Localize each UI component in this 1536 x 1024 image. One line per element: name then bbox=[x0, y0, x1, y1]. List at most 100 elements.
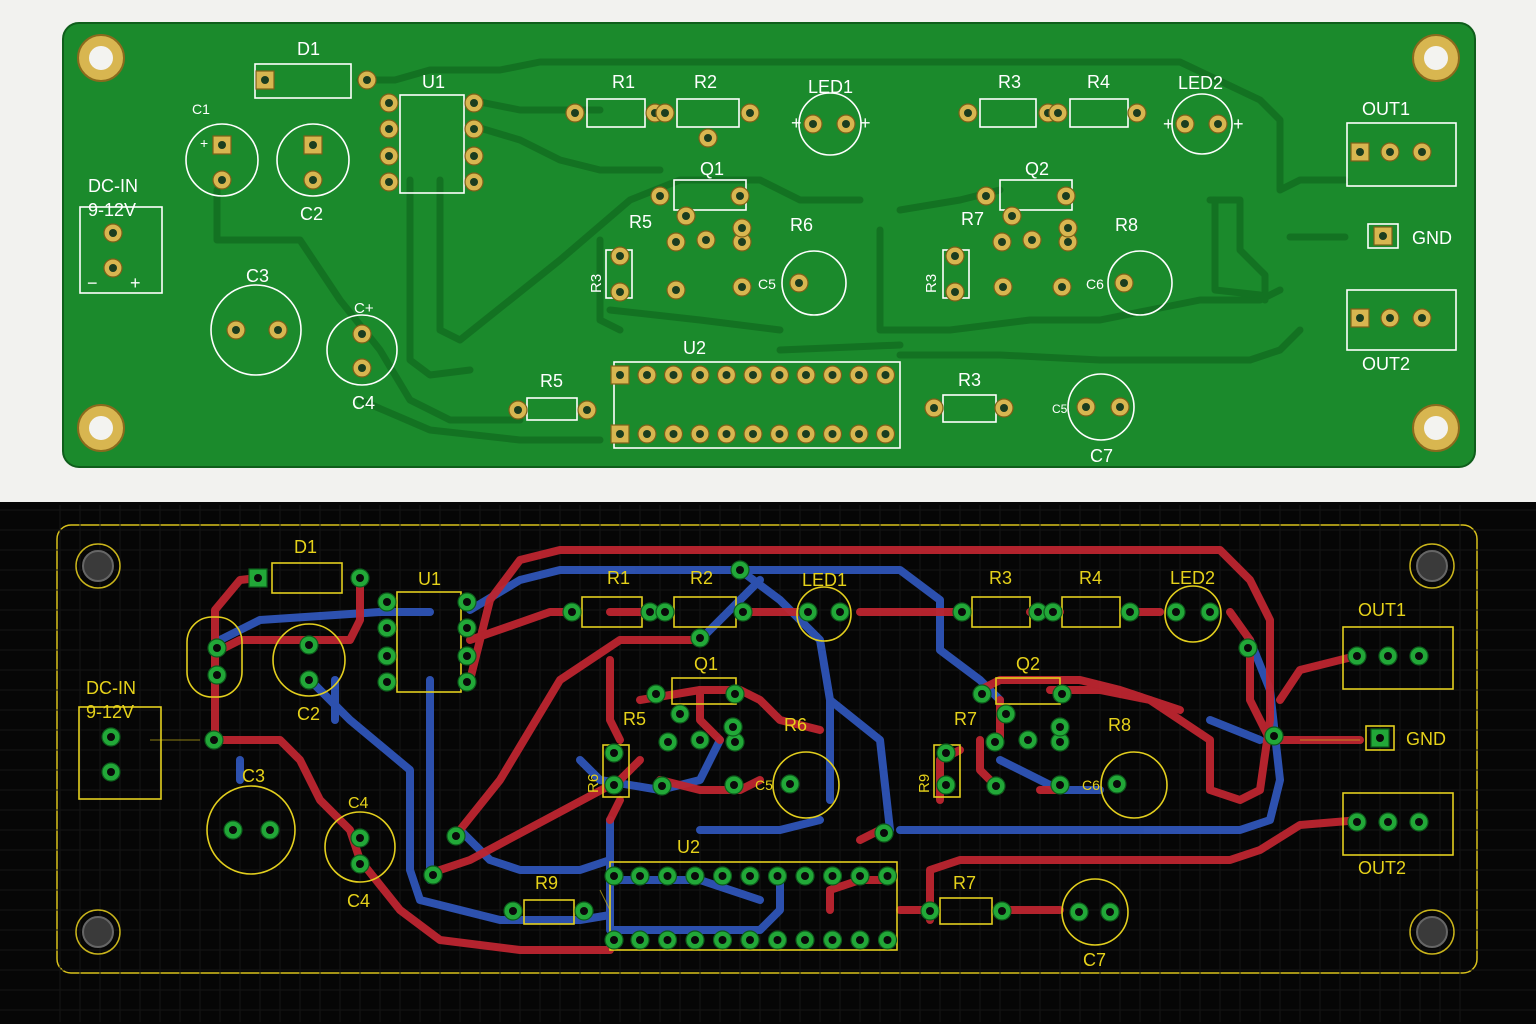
pad bbox=[924, 398, 944, 418]
layout-label-r9b: R9 bbox=[916, 774, 933, 793]
pad bbox=[972, 684, 992, 704]
r2-outline bbox=[676, 98, 740, 128]
layout-label-r1: R1 bbox=[607, 568, 630, 588]
pad bbox=[1175, 114, 1195, 134]
pad bbox=[732, 277, 752, 297]
label-dcin: DC-IN bbox=[88, 176, 138, 196]
pad bbox=[655, 602, 675, 622]
c2-layout bbox=[272, 623, 346, 697]
pad bbox=[789, 273, 809, 293]
layout-labels: D1 U1 R1 R2 LED1 R3 R4 LED2 OUT1 C2 DC-I… bbox=[86, 537, 1446, 970]
mount-hole bbox=[77, 404, 125, 452]
pad bbox=[769, 424, 790, 444]
layout-label-out2: OUT2 bbox=[1358, 858, 1406, 878]
pad bbox=[610, 246, 630, 266]
pad bbox=[1056, 186, 1076, 206]
label-led1-plus-b: + bbox=[860, 113, 871, 133]
pad bbox=[357, 70, 377, 90]
pad bbox=[698, 128, 718, 148]
pad bbox=[658, 732, 678, 752]
label-r6: R6 bbox=[790, 215, 813, 235]
layout-label-c7: C7 bbox=[1083, 950, 1106, 970]
pad bbox=[822, 424, 843, 444]
pad bbox=[650, 186, 670, 206]
label-d1: D1 bbox=[297, 39, 320, 59]
pad bbox=[103, 223, 123, 243]
pad bbox=[1058, 232, 1078, 252]
pad bbox=[985, 732, 1005, 752]
pad bbox=[377, 618, 397, 638]
label-r5b: R5 bbox=[540, 371, 563, 391]
pad bbox=[350, 828, 370, 848]
pad bbox=[1412, 142, 1432, 162]
pad bbox=[803, 114, 823, 134]
label-c5b: C5 bbox=[1052, 402, 1068, 416]
pad bbox=[223, 820, 243, 840]
layout-label-gnd: GND bbox=[1406, 729, 1446, 749]
pad bbox=[103, 258, 123, 278]
pad bbox=[1050, 732, 1070, 752]
layout-label-led2: LED2 bbox=[1170, 568, 1215, 588]
pad bbox=[1127, 103, 1147, 123]
mount-holes-bottom bbox=[75, 543, 1455, 955]
pad bbox=[212, 170, 232, 190]
pad bbox=[446, 826, 466, 846]
pad bbox=[1350, 308, 1370, 328]
label-led1-plus-a: + bbox=[791, 113, 802, 133]
pad bbox=[1100, 902, 1120, 922]
pad bbox=[740, 930, 760, 950]
pad bbox=[1120, 602, 1140, 622]
mount-hole bbox=[75, 909, 121, 955]
pad bbox=[795, 930, 815, 950]
pad bbox=[798, 602, 818, 622]
pad bbox=[696, 230, 716, 250]
pad bbox=[676, 206, 696, 226]
label-c7: C7 bbox=[1090, 446, 1113, 466]
pad bbox=[610, 365, 630, 385]
mount-hole bbox=[1412, 404, 1460, 452]
pad bbox=[457, 646, 477, 666]
pad bbox=[637, 424, 657, 444]
pad bbox=[996, 704, 1016, 724]
pad bbox=[690, 730, 710, 750]
label-c6: C6 bbox=[1086, 276, 1104, 292]
label-c4: C4 bbox=[352, 393, 375, 413]
d1-outline bbox=[254, 63, 352, 99]
pad bbox=[604, 775, 624, 795]
pad bbox=[945, 282, 965, 302]
label-r8: R8 bbox=[1115, 215, 1138, 235]
pad bbox=[226, 320, 246, 340]
pad bbox=[255, 70, 275, 90]
d1-layout bbox=[271, 562, 343, 594]
pad bbox=[732, 218, 752, 238]
layout-outlines bbox=[78, 562, 1454, 951]
pad bbox=[1058, 218, 1078, 238]
led1-layout bbox=[796, 586, 852, 642]
mount-holes-top bbox=[77, 34, 1460, 452]
pad bbox=[716, 424, 737, 444]
pad bbox=[577, 400, 597, 420]
layout-label-c2: C2 bbox=[297, 704, 320, 724]
layout-label-d1: D1 bbox=[294, 537, 317, 557]
pad bbox=[303, 135, 323, 155]
pad bbox=[877, 930, 898, 950]
r3-outline bbox=[979, 98, 1037, 128]
c3-layout bbox=[206, 785, 296, 875]
pad bbox=[604, 743, 624, 763]
gnd-outline bbox=[1367, 223, 1399, 249]
pad bbox=[690, 365, 710, 385]
out1-layout bbox=[1342, 626, 1454, 690]
label-c5: C5 bbox=[758, 276, 776, 292]
pad bbox=[101, 727, 121, 747]
pad bbox=[207, 665, 227, 685]
layout-label-r6b: R6 bbox=[585, 774, 602, 793]
r9-layout bbox=[523, 899, 575, 925]
pad bbox=[1043, 602, 1063, 622]
mount-hole bbox=[1409, 909, 1455, 955]
layout-label-c4-top: C4 bbox=[348, 795, 369, 812]
layout-label-r9: R9 bbox=[535, 873, 558, 893]
layout-label-r8: R8 bbox=[1108, 715, 1131, 735]
pad bbox=[352, 324, 372, 344]
pad bbox=[1022, 230, 1042, 250]
pad bbox=[740, 103, 760, 123]
